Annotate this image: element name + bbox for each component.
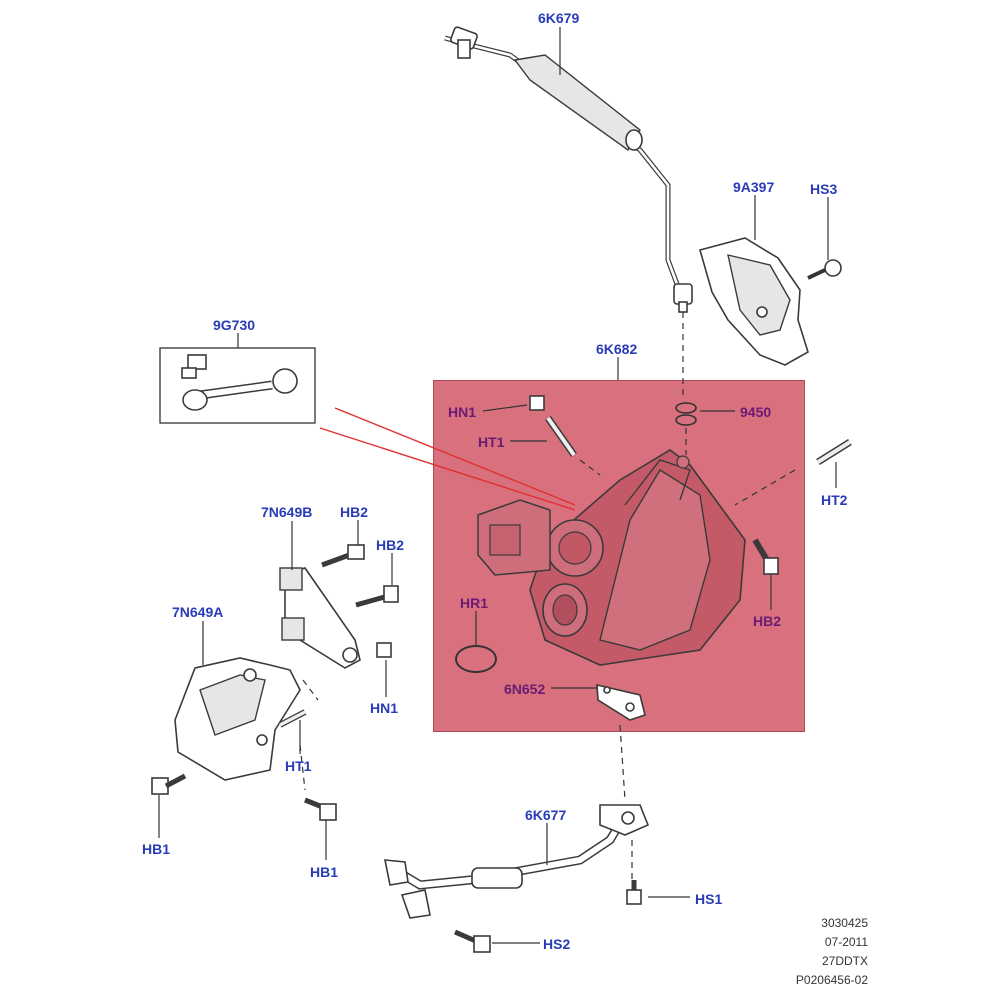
bolt-hb1-a bbox=[151, 773, 187, 795]
callout-hb2-inner: HB2 bbox=[753, 613, 782, 629]
nut-hn1-inner bbox=[529, 395, 545, 411]
callout-9450: 9450 bbox=[740, 404, 772, 420]
callout-ht1-outer: HT1 bbox=[285, 758, 312, 774]
oil-feed-pipe bbox=[444, 26, 693, 313]
bolt-hb2-a bbox=[321, 544, 365, 568]
callout-hb1-a: HB1 bbox=[142, 841, 171, 857]
callout-6k677: 6K677 bbox=[525, 807, 567, 823]
callout-7n649b: 7N649B bbox=[261, 504, 313, 520]
bolt-hs1 bbox=[626, 880, 642, 905]
nut-hn1-outer bbox=[376, 642, 392, 658]
callout-hs2: HS2 bbox=[543, 936, 571, 952]
callout-hb1-b: HB1 bbox=[310, 864, 339, 880]
callout-6k682: 6K682 bbox=[596, 341, 638, 357]
bolt-hs3 bbox=[807, 259, 842, 280]
stud-ht1-inner bbox=[545, 415, 577, 458]
bolt-hs2 bbox=[454, 929, 491, 953]
callout-hb2-a: HB2 bbox=[340, 504, 369, 520]
callout-hn1-inner: HN1 bbox=[448, 404, 477, 420]
o-ring-hr1 bbox=[455, 645, 497, 673]
callout-hr1: HR1 bbox=[460, 595, 489, 611]
callout-ht1-inner: HT1 bbox=[478, 434, 505, 450]
callout-9g730: 9G730 bbox=[213, 317, 256, 333]
bolt-hb1-b bbox=[304, 797, 337, 821]
bolt-hb2-b bbox=[355, 585, 399, 608]
gasket-6n652 bbox=[596, 683, 646, 721]
callout-7n649a: 7N649A bbox=[172, 604, 224, 620]
stud-ht2 bbox=[816, 439, 852, 465]
kit-box-9g730 bbox=[159, 347, 316, 424]
bracket-7n649a bbox=[174, 657, 301, 781]
callout-hn1-outer: HN1 bbox=[370, 700, 399, 716]
callout-6k679: 6K679 bbox=[538, 10, 580, 26]
bolt-hb2-inner bbox=[752, 538, 779, 575]
callout-ht2: HT2 bbox=[821, 492, 848, 508]
bracket-7n649b bbox=[279, 567, 361, 669]
footer-code-1: 3030425 bbox=[821, 916, 868, 930]
callout-9a397: 9A397 bbox=[733, 179, 775, 195]
stud-ht1-outer bbox=[278, 709, 307, 728]
seal-9450 bbox=[675, 402, 697, 426]
footer-code-4: P0206456-02 bbox=[795, 973, 868, 987]
callout-hs3: HS3 bbox=[810, 181, 838, 197]
footer-code-3: 27DDTX bbox=[821, 954, 868, 968]
footer-code-2: 07-2011 bbox=[824, 935, 868, 949]
callout-hs1: HS1 bbox=[695, 891, 723, 907]
heat-shield-upper bbox=[699, 237, 809, 366]
oil-drain-pipe bbox=[384, 804, 650, 919]
turbocharger bbox=[477, 449, 746, 666]
callout-6n652: 6N652 bbox=[504, 681, 546, 697]
callout-hb2-b: HB2 bbox=[376, 537, 405, 553]
